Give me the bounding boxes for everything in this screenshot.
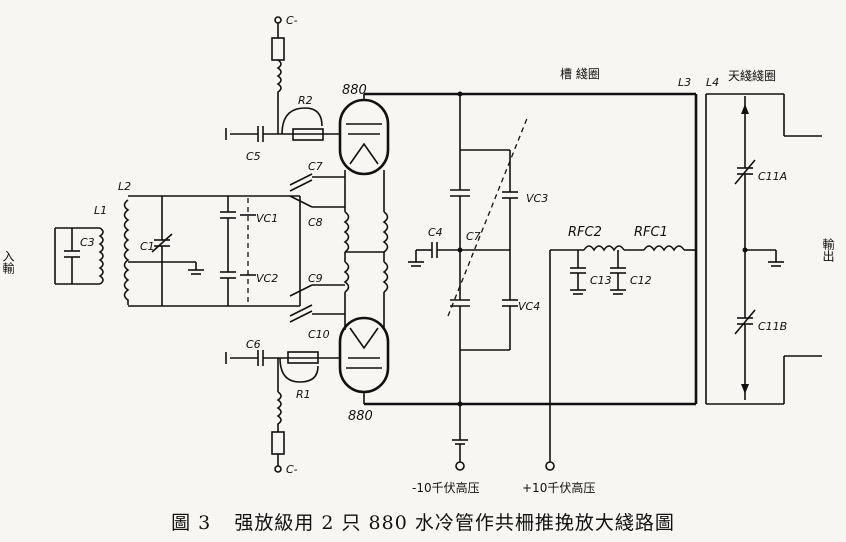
plate-feed [452,245,696,471]
label-output: 輸出 [821,237,835,262]
label-tank-coil: 槽 綫圈 [560,67,600,81]
label-l2: L2 [118,180,131,193]
label-input: 入輸 [1,250,15,274]
label-vc1: VC1 [256,212,278,225]
bottom-grid-bias [225,350,340,473]
label-c3: C3 [80,236,95,249]
label-l1: L1 [94,204,107,217]
antenna-coupling [705,93,822,405]
figure-number: 圖 3 [171,512,212,534]
label-tube-top: 880 [342,83,367,98]
label-c13: C13 [590,274,612,287]
figure-title: 强放級用 2 只 880 水冷管作共柵推挽放大綫路圖 [234,512,675,534]
label-r1: R1 [296,388,311,401]
label-vc3: VC3 [526,192,548,205]
label-c11b: C11B [758,320,787,333]
label-c9: C9 [308,272,323,285]
input-coupling [54,195,300,307]
plate-tank-circuit [364,91,698,407]
label-c-minus-bottom: C- [286,463,298,476]
label-vc2: VC2 [256,272,278,285]
label-c6: C6 [246,338,261,351]
label-c7: C7 [308,160,323,173]
label-c11a: C11A [758,170,787,183]
label-antenna-coil: 天綫綫圈 [728,69,776,83]
label-c5: C5 [246,150,261,163]
label-c-minus-top: C- [286,14,298,27]
label-rfc2: RFC2 [568,225,602,240]
label-c-tank: C7 [466,230,481,243]
label-r2: R2 [298,94,313,107]
label-c8: C8 [308,216,323,229]
top-grid-bias [225,16,340,142]
label-hv-plus: +10千伏高压 [522,480,595,495]
label-vc4: VC4 [518,300,540,313]
figure-caption: 圖 3 强放級用 2 只 880 水冷管作共柵推挽放大綫路圖 [0,508,846,535]
tube-top [338,94,390,176]
label-c10: C10 [308,328,330,341]
label-c12: C12 [630,274,652,287]
tube-bottom [338,316,390,404]
label-c1: C1 [140,240,155,253]
label-rfc1: RFC1 [634,225,668,240]
label-l4: L4 [706,76,719,89]
label-l3: L3 [678,76,691,89]
label-c4: C4 [428,226,443,239]
label-hv-minus: -10千伏高压 [412,480,480,495]
neutralizing-network [289,170,389,330]
schematic-diagram: C- C- R2 R1 C5 C6 C7 C8 C9 C10 VC1 VC2 V… [1,14,835,495]
label-tube-bottom: 880 [348,409,373,424]
